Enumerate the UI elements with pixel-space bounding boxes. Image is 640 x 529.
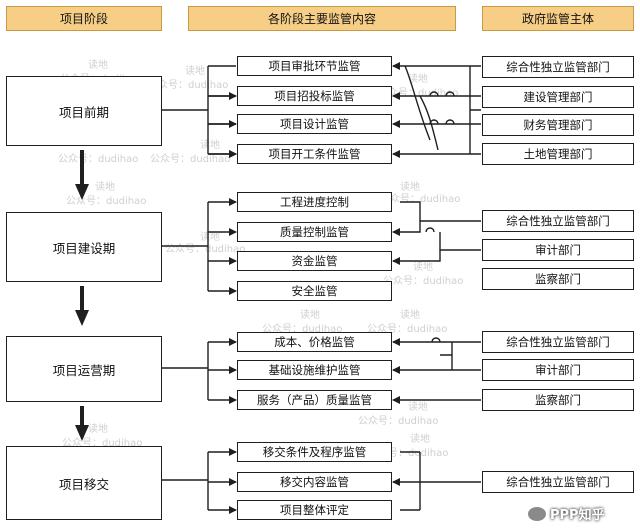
subject-item: 审计部门 <box>482 359 634 381</box>
content-item: 服务（产品）质量监管 <box>237 390 392 410</box>
subject-item: 土地管理部门 <box>482 143 634 165</box>
header-phase: 项目阶段 <box>6 6 162 31</box>
content-item: 项目审批环节监管 <box>237 56 392 76</box>
phase-handover: 项目移交 <box>6 446 162 520</box>
header-content: 各阶段主要监管内容 <box>188 6 456 31</box>
header-subject: 政府监管主体 <box>482 6 634 31</box>
subject-item: 综合性独立监管部门 <box>482 210 634 232</box>
content-item: 项目设计监管 <box>237 114 392 134</box>
chat-bubble-icon <box>528 506 546 521</box>
subject-item: 综合性独立监管部门 <box>482 56 634 78</box>
phase-pre: 项目前期 <box>6 76 162 146</box>
content-item: 成本、价格监管 <box>237 332 392 352</box>
subject-item: 建设管理部门 <box>482 86 634 108</box>
content-item: 质量控制监管 <box>237 222 392 242</box>
phase-operation: 项目运营期 <box>6 336 162 402</box>
content-item: 工程进度控制 <box>237 192 392 212</box>
content-item: 基础设施维护监管 <box>237 360 392 380</box>
subject-item: 综合性独立监管部门 <box>482 471 634 493</box>
content-item: 移交条件及程序监管 <box>237 442 392 462</box>
subject-item: 监察部门 <box>482 268 634 290</box>
brand-logo-text: PPP知乎 <box>550 508 605 523</box>
content-item: 安全监管 <box>237 281 392 301</box>
phase-construction: 项目建设期 <box>6 212 162 282</box>
content-item: 项目开工条件监管 <box>237 144 392 164</box>
brand-logo: PPP知乎 <box>528 504 605 523</box>
subject-item: 监察部门 <box>482 389 634 411</box>
content-item: 项目整体评定 <box>237 500 392 520</box>
subject-item: 审计部门 <box>482 239 634 261</box>
subject-item: 财务管理部门 <box>482 114 634 136</box>
content-item: 项目招投标监管 <box>237 86 392 106</box>
subject-item: 综合性独立监管部门 <box>482 331 634 353</box>
content-item: 资金监管 <box>237 251 392 271</box>
content-item: 移交内容监管 <box>237 472 392 492</box>
